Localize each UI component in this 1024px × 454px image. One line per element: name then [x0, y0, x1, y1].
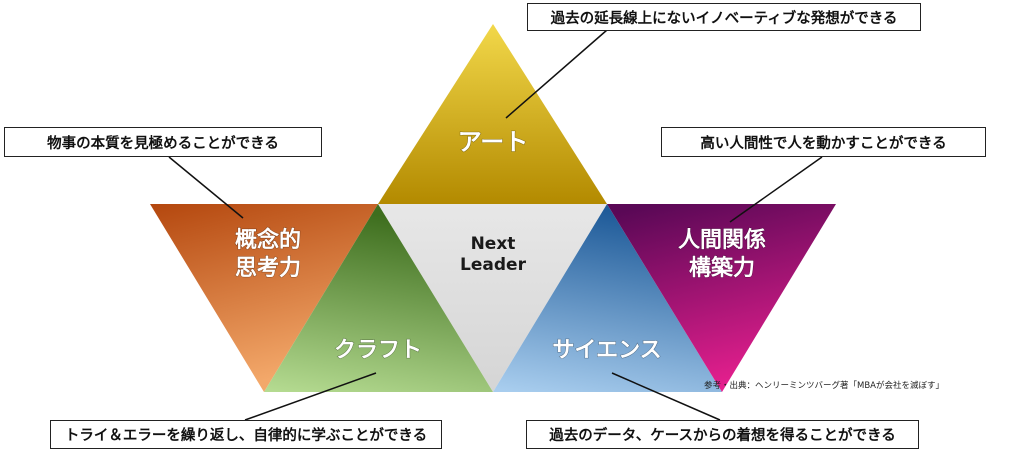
science-triangle: [493, 204, 722, 392]
craft-connector-line: [244, 372, 377, 421]
science-connector-line: [611, 372, 721, 421]
concept-label-line2: 思考力: [235, 256, 301, 281]
craft-triangle: [264, 204, 493, 392]
concept-triangle: [150, 204, 378, 392]
art-label: アート: [458, 128, 529, 156]
center-label-line1: Next: [471, 234, 516, 254]
relation-label-line2: 構築力: [689, 255, 755, 281]
science-label: サイエンス: [552, 338, 661, 363]
source-note: 参考・出典：ヘンリーミンツバーグ著「MBAが会社を滅ぼす」: [704, 381, 944, 391]
concept-connector-line: [168, 156, 244, 219]
relation-triangle: [607, 204, 836, 392]
craft-callout: トライ＆エラーを繰り返し、自律的に学ぶことができる: [50, 420, 442, 449]
relation-callout: 高い人間性で人を動かすことができる: [661, 127, 986, 157]
art-triangle: [378, 24, 607, 204]
art-connector-line: [505, 29, 608, 119]
craft-label: クラフト: [334, 338, 422, 363]
center-label-line2: Leader: [460, 255, 527, 275]
relation-label-line1: 人間関係: [678, 228, 766, 253]
relation-connector-line: [729, 156, 823, 223]
concept-label-line1: 概念的: [235, 227, 301, 253]
concept-callout: 物事の本質を見極めることができる: [4, 127, 322, 157]
art-callout: 過去の延長線上にないイノベーティブな発想ができる: [527, 3, 921, 31]
center-triangle: [378, 204, 607, 392]
science-callout: 過去のデータ、ケースからの着想を得ることができる: [526, 420, 919, 449]
